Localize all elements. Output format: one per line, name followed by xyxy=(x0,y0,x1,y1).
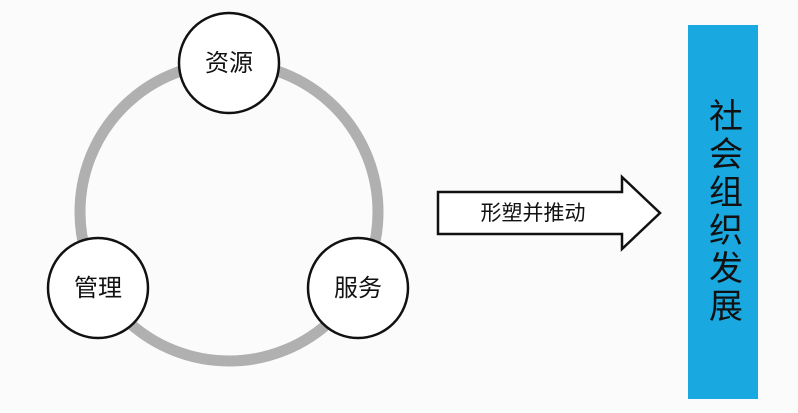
node-service-circle xyxy=(306,236,410,340)
arrow-shape xyxy=(436,174,662,252)
outcome-box: 社会组织发展 xyxy=(688,25,758,399)
shape-and-drive-arrow: 形塑并推动 xyxy=(436,174,662,252)
arrow-label: 形塑并推动 xyxy=(481,201,586,225)
node-resources-circle xyxy=(177,11,281,115)
node-resources: 资源 xyxy=(177,11,281,115)
outcome-label: 社会组织发展 xyxy=(702,98,743,326)
node-service-label: 服务 xyxy=(334,274,382,302)
node-resources-label: 资源 xyxy=(205,49,253,77)
node-management-label: 管理 xyxy=(74,274,122,302)
node-service: 服务 xyxy=(306,236,410,340)
node-management: 管理 xyxy=(46,236,150,340)
node-management-circle xyxy=(46,236,150,340)
